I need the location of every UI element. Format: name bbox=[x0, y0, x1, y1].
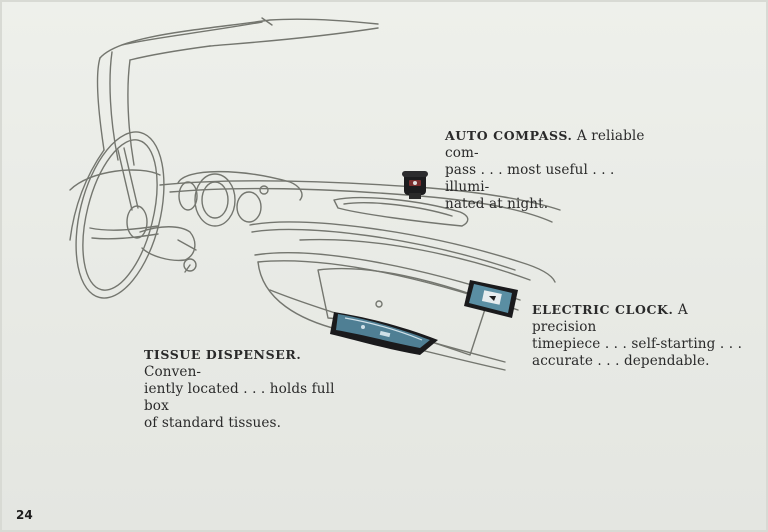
windshield-frame bbox=[99, 18, 379, 59]
caption-line: A precision bbox=[532, 302, 688, 335]
page-number: 24 bbox=[16, 508, 33, 522]
caption-line: nated at night. bbox=[445, 196, 549, 212]
caption-title: TISSUE DISPENSER. bbox=[144, 347, 302, 362]
instrument-hood bbox=[177, 170, 303, 201]
caption-title: ELECTRIC CLOCK. bbox=[532, 302, 674, 317]
defroster-vent bbox=[333, 196, 469, 227]
auto-compass-icon bbox=[402, 171, 428, 199]
caption-title: AUTO COMPASS. bbox=[445, 128, 573, 143]
electric-clock-icon bbox=[464, 280, 518, 318]
caption-line: iently located . . . holds full box bbox=[144, 381, 335, 414]
caption-line: A reliable com- bbox=[445, 128, 645, 161]
caption-line: timepiece . . . self-starting . . . bbox=[532, 336, 742, 352]
caption-line: pass . . . most useful . . . illumi- bbox=[445, 162, 615, 195]
caption-line: Conven- bbox=[144, 364, 202, 380]
caption-line: accurate . . . dependable. bbox=[532, 353, 710, 369]
tissue-dispenser-caption: TISSUE DISPENSER. Conven- iently located… bbox=[144, 346, 354, 432]
caption-line: of standard tissues. bbox=[144, 415, 282, 431]
auto-compass-caption: AUTO COMPASS. A reliable com- pass . . .… bbox=[445, 127, 650, 213]
steering-wheel bbox=[75, 131, 165, 299]
tissue-dispenser-icon bbox=[330, 312, 438, 355]
electric-clock-caption: ELECTRIC CLOCK. A precision timepiece . … bbox=[532, 301, 747, 370]
